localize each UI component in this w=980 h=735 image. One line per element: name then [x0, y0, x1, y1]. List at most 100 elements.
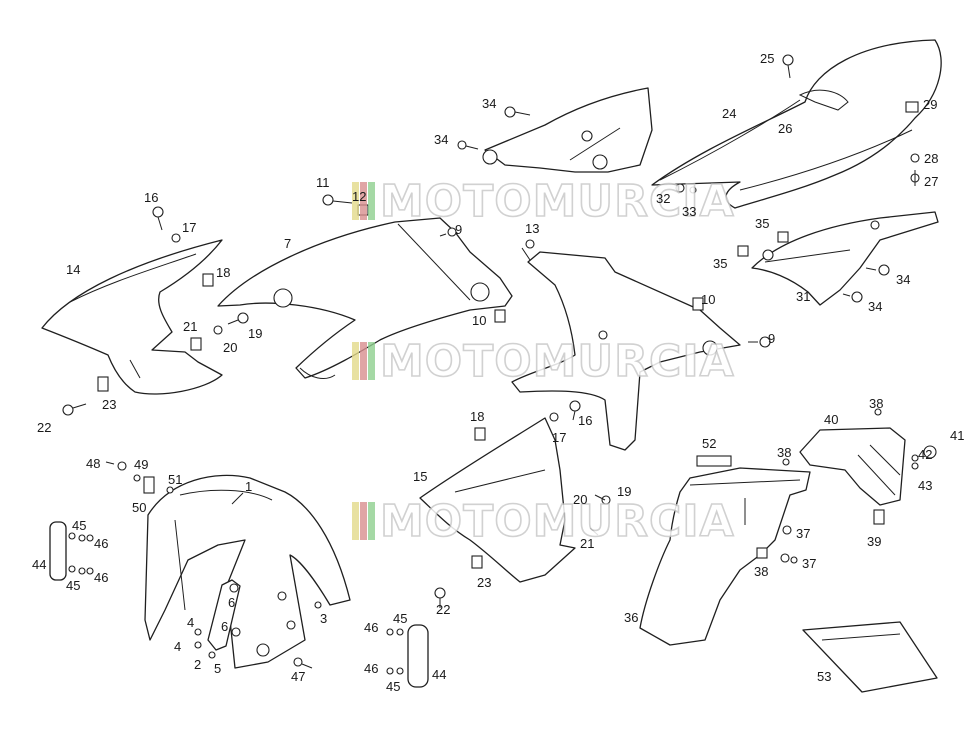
callout: 26 [778, 121, 792, 136]
callout: 20 [223, 340, 237, 355]
callout: 35 [755, 216, 769, 231]
callout: 34 [482, 96, 496, 111]
callout: 53 [817, 669, 831, 684]
part-14-left-shroud [41, 239, 223, 395]
callout: 15 [413, 469, 427, 484]
callout: 19 [617, 484, 631, 499]
callout: 48 [86, 456, 100, 471]
callout: 39 [867, 534, 881, 549]
part-24-seat [651, 39, 942, 209]
callout: 45 [66, 578, 80, 593]
callout: 24 [722, 106, 736, 121]
callout: 45 [393, 611, 407, 626]
callout: 27 [924, 174, 938, 189]
svg-text:MOTOMURCIA: MOTOMURCIA [380, 176, 735, 227]
callout: 12 [352, 189, 366, 204]
callout: 2 [194, 657, 201, 672]
svg-text:MOTOMURCIA: MOTOMURCIA [380, 336, 735, 387]
callout: 42 [918, 447, 932, 462]
callout: 51 [168, 472, 182, 487]
callout: 33 [682, 204, 696, 219]
part-subframe-bracket [484, 87, 653, 173]
part-44-reflector-left [49, 521, 67, 581]
callout: 18 [216, 265, 230, 280]
callout: 46 [94, 536, 108, 551]
part-53-sheet [802, 621, 938, 693]
callout: 34 [434, 132, 448, 147]
callout: 10 [472, 313, 486, 328]
callout: 49 [134, 457, 148, 472]
callout: 41 [950, 428, 964, 443]
callout: 44 [432, 667, 446, 682]
callout: 21 [580, 536, 594, 551]
callout: 10 [701, 292, 715, 307]
part-31-rear-subframe [751, 211, 939, 306]
callout: 13 [525, 221, 539, 236]
part-airbox-cover [511, 251, 741, 451]
callout: 35 [713, 256, 727, 271]
part-15-lower-cover [419, 417, 576, 583]
callout: 46 [364, 661, 378, 676]
callout: 14 [66, 262, 80, 277]
watermark-1: MOTOMURCIA [352, 175, 735, 228]
callout: 5 [214, 661, 221, 676]
watermarks: MOTOMURCIA MOTOMURCIA MOTOMURCIA [352, 175, 735, 548]
part-52-pad [696, 455, 732, 467]
watermark-2: MOTOMURCIA [352, 335, 735, 388]
callout: 3 [320, 611, 327, 626]
watermark-3: MOTOMURCIA [352, 495, 735, 548]
callout: 9 [768, 331, 775, 346]
callout: 38 [777, 445, 791, 460]
callout: 43 [918, 478, 932, 493]
callout: 31 [796, 289, 810, 304]
part-7-side-panel [217, 217, 513, 379]
callout: 4 [174, 639, 181, 654]
part-36-rear-mudguard [639, 467, 811, 646]
callout: 44 [32, 557, 46, 572]
callout: 46 [94, 570, 108, 585]
callout: 25 [760, 51, 774, 66]
callout: 46 [364, 620, 378, 635]
callout: 1 [245, 479, 252, 494]
callout: 16 [578, 413, 592, 428]
callout-labels: 1 2 3 4 4 5 6 6 7 9 9 10 10 11 12 13 14 … [32, 51, 964, 694]
callout: 17 [552, 430, 566, 445]
part-40-plate-bracket [799, 427, 906, 506]
callout: 18 [470, 409, 484, 424]
callout: 45 [72, 518, 86, 533]
callout: 37 [796, 526, 810, 541]
callout: 36 [624, 610, 638, 625]
callout: 20 [573, 492, 587, 507]
callout: 19 [248, 326, 262, 341]
svg-text:MOTOMURCIA: MOTOMURCIA [380, 496, 735, 547]
callout: 28 [924, 151, 938, 166]
callout: 45 [386, 679, 400, 694]
part-44-reflector-right [407, 624, 429, 688]
callout: 6 [228, 595, 235, 610]
callout: 11 [316, 175, 330, 190]
callout: 38 [754, 564, 768, 579]
callout: 6 [221, 619, 228, 634]
part-1-front-fender [144, 474, 351, 669]
part-drawings [41, 39, 942, 693]
callout: 23 [477, 575, 491, 590]
callout: 9 [455, 222, 462, 237]
callout: 16 [144, 190, 158, 205]
callout: 50 [132, 500, 146, 515]
callout: 37 [802, 556, 816, 571]
callout: 34 [896, 272, 910, 287]
callout: 29 [923, 97, 937, 112]
leader-lines [231, 247, 606, 536]
callout: 22 [37, 420, 51, 435]
part-2-bracket [207, 579, 241, 651]
callout: 23 [102, 397, 116, 412]
callout: 38 [869, 396, 883, 411]
callout: 52 [702, 436, 716, 451]
callout: 32 [656, 191, 670, 206]
hardware-fasteners [62, 54, 937, 675]
callout: 4 [187, 615, 194, 630]
callout: 7 [284, 236, 291, 251]
callout: 47 [291, 669, 305, 684]
callout: 40 [824, 412, 838, 427]
